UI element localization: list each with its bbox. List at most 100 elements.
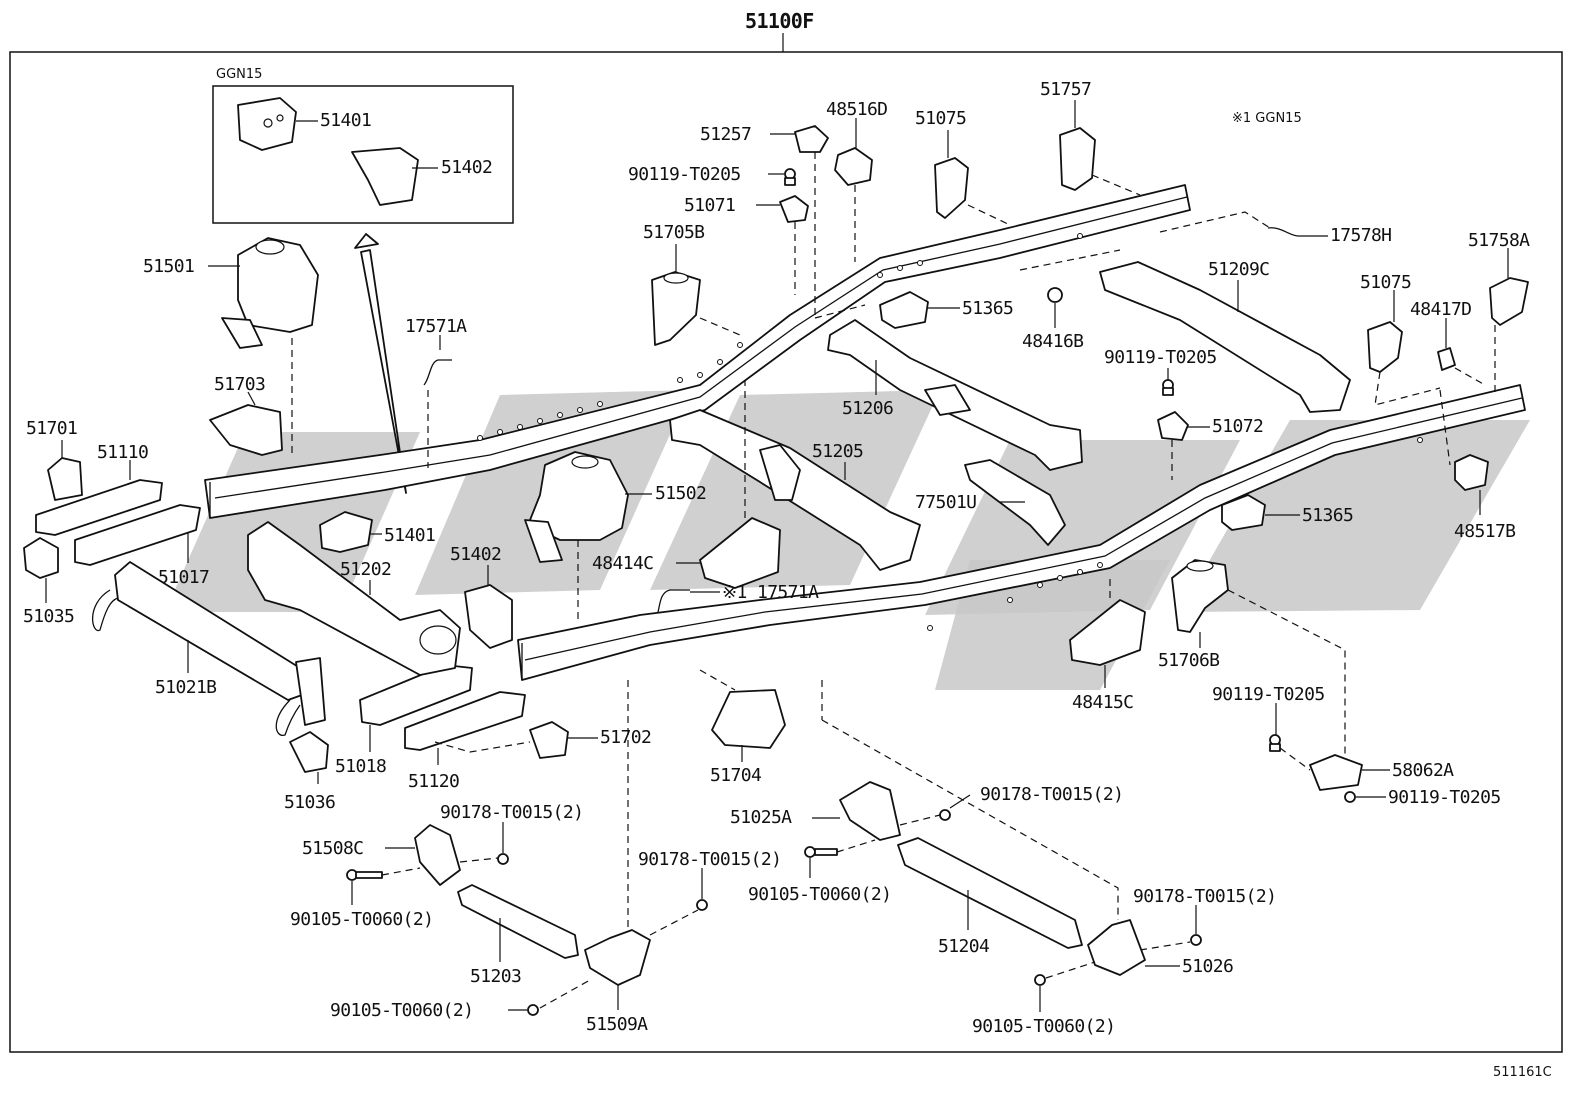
part-51704[interactable] bbox=[711, 689, 786, 762]
part-51120[interactable] bbox=[404, 691, 526, 765]
part-label[interactable]: 90178-T0015(2) bbox=[1133, 886, 1277, 907]
part-label[interactable]: 48417D bbox=[1410, 299, 1472, 320]
part-label[interactable]: 51758A bbox=[1468, 230, 1531, 251]
part-48517b[interactable] bbox=[1454, 454, 1489, 515]
part-51508c[interactable] bbox=[385, 824, 461, 886]
part-58062a[interactable] bbox=[1309, 754, 1390, 791]
part-label[interactable]: 51203 bbox=[470, 966, 522, 987]
part-90119-t0205-a[interactable] bbox=[768, 168, 796, 186]
part-51402[interactable] bbox=[464, 565, 513, 649]
part-label[interactable]: 48414C bbox=[592, 553, 654, 574]
part-label[interactable]: 51205 bbox=[812, 441, 864, 462]
part-label[interactable]: 51705B bbox=[643, 222, 705, 243]
part-label[interactable]: 48415C bbox=[1072, 692, 1134, 713]
part-label[interactable]: 77501U bbox=[915, 492, 977, 513]
part-label[interactable]: 17578H bbox=[1330, 225, 1392, 246]
part-51706b[interactable] bbox=[1171, 559, 1229, 648]
part-label[interactable]: 51704 bbox=[710, 765, 762, 786]
part-label[interactable]: 51702 bbox=[600, 727, 652, 748]
part-label[interactable]: 51075 bbox=[1360, 272, 1412, 293]
part-51365-upper[interactable] bbox=[879, 291, 960, 329]
part-51209c[interactable] bbox=[1099, 261, 1351, 413]
part-label[interactable]: 51021B bbox=[155, 677, 217, 698]
part-label[interactable]: 51365 bbox=[1302, 505, 1354, 526]
part-label[interactable]: 51120 bbox=[408, 771, 460, 792]
part-label[interactable]: 51017 bbox=[158, 567, 210, 588]
part-label[interactable]: 51071 bbox=[684, 195, 736, 216]
part-label[interactable]: 90178-T0015(2) bbox=[980, 784, 1124, 805]
part-51205[interactable] bbox=[669, 409, 921, 571]
part-label[interactable]: 48516D bbox=[826, 99, 888, 120]
part-51257[interactable] bbox=[770, 125, 829, 153]
part-77501u[interactable] bbox=[964, 459, 1066, 546]
part-label[interactable]: 51706B bbox=[1158, 650, 1220, 671]
part-51401[interactable] bbox=[319, 511, 382, 553]
part-label[interactable]: 90119-T0205 bbox=[628, 164, 741, 185]
part-label[interactable]: 51501 bbox=[143, 256, 195, 277]
part-90105-t0060-a[interactable] bbox=[346, 869, 383, 905]
part-label[interactable]: 51206 bbox=[842, 398, 894, 419]
part-90119-t0205-c[interactable] bbox=[1269, 703, 1281, 752]
part-90119-t0205-d[interactable] bbox=[1344, 791, 1386, 803]
part-51071[interactable] bbox=[756, 195, 809, 223]
part-label[interactable]: 51402 bbox=[441, 157, 493, 178]
part-label[interactable]: 51204 bbox=[938, 936, 990, 957]
part-label[interactable]: 90105-T0060(2) bbox=[972, 1016, 1116, 1037]
part-label[interactable]: 51401 bbox=[320, 110, 372, 131]
part-51075-lower[interactable] bbox=[1367, 290, 1403, 373]
part-51202[interactable] bbox=[247, 521, 461, 676]
part-label[interactable]: 51757 bbox=[1040, 79, 1092, 100]
part-51072[interactable] bbox=[1157, 411, 1210, 441]
part-51110[interactable] bbox=[35, 460, 163, 536]
part-label[interactable]: 51365 bbox=[962, 298, 1014, 319]
part-90105-t0060-c[interactable] bbox=[804, 846, 838, 878]
part-label[interactable]: 51209C bbox=[1208, 259, 1270, 280]
part-label[interactable]: 58062A bbox=[1392, 760, 1455, 781]
part-17571a-lower[interactable] bbox=[657, 589, 720, 613]
part-51701[interactable] bbox=[47, 440, 83, 501]
part-51036[interactable] bbox=[289, 731, 329, 784]
part-label[interactable]: ※1 17571A bbox=[722, 582, 820, 603]
part-label[interactable]: 51018 bbox=[335, 756, 387, 777]
part-90178-t0015-d[interactable] bbox=[1190, 905, 1202, 946]
part-51509a[interactable] bbox=[584, 929, 651, 1010]
part-label[interactable]: 51508C bbox=[302, 838, 364, 859]
part-label[interactable]: 90119-T0205 bbox=[1212, 684, 1325, 705]
part-label[interactable]: 51072 bbox=[1212, 416, 1264, 437]
part-51757[interactable] bbox=[1059, 100, 1096, 191]
part-label[interactable]: 51509A bbox=[586, 1014, 649, 1035]
part-label[interactable]: 90178-T0015(2) bbox=[440, 802, 584, 823]
part-51206[interactable] bbox=[827, 319, 1083, 471]
part-label[interactable]: 51502 bbox=[655, 483, 707, 504]
part-label[interactable]: 51026 bbox=[1182, 956, 1234, 977]
part-51702[interactable] bbox=[529, 721, 598, 759]
part-51075-upper[interactable] bbox=[934, 130, 969, 219]
part-51758a[interactable] bbox=[1489, 248, 1529, 326]
part-label[interactable]: 90119-T0205 bbox=[1388, 787, 1501, 808]
part-51021b[interactable] bbox=[91, 561, 326, 736]
part-51204[interactable] bbox=[897, 837, 1083, 949]
part-48414c[interactable] bbox=[676, 517, 781, 589]
part-51501[interactable] bbox=[208, 237, 319, 349]
part-51026[interactable] bbox=[1087, 919, 1180, 976]
part-label[interactable]: 90105-T0060(2) bbox=[748, 884, 892, 905]
part-17578h[interactable] bbox=[1267, 227, 1328, 237]
part-label[interactable]: 90105-T0060(2) bbox=[290, 909, 434, 930]
part-label[interactable]: 51110 bbox=[97, 442, 149, 463]
part-label[interactable]: 48517B bbox=[1454, 521, 1516, 542]
part-51705b[interactable] bbox=[651, 244, 701, 346]
part-51203[interactable] bbox=[457, 884, 579, 962]
part-label[interactable]: 90178-T0015(2) bbox=[638, 849, 782, 870]
part-51017[interactable] bbox=[74, 504, 201, 566]
part-51035[interactable] bbox=[23, 537, 59, 603]
part-label[interactable]: 51703 bbox=[214, 374, 266, 395]
part-label[interactable]: 48416B bbox=[1022, 331, 1084, 352]
part-label[interactable]: 51402 bbox=[450, 544, 502, 565]
part-label[interactable]: 51025A bbox=[730, 807, 793, 828]
part-51025a[interactable] bbox=[812, 781, 901, 841]
part-label[interactable]: 17571A bbox=[405, 316, 468, 337]
part-label[interactable]: 51036 bbox=[284, 792, 336, 813]
part-label[interactable]: 90105-T0060(2) bbox=[330, 1000, 474, 1021]
part-17571a-upper[interactable] bbox=[423, 335, 452, 386]
part-90105-t0060-d[interactable] bbox=[1034, 974, 1046, 1012]
